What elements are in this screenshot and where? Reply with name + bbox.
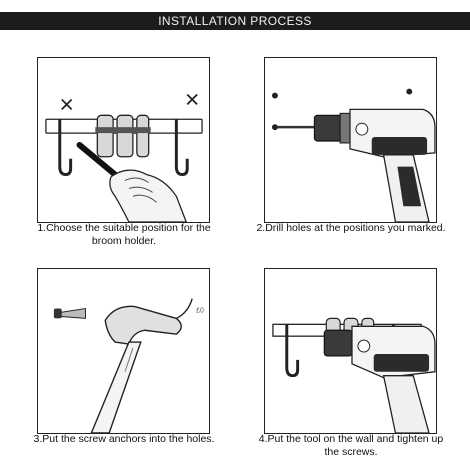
- hook-left: [285, 324, 300, 378]
- broom-clip: [96, 114, 150, 158]
- drill-grip: [371, 137, 428, 155]
- hook-left: [58, 119, 73, 177]
- page-title: INSTALLATION PROCESS: [0, 12, 470, 30]
- hand: [109, 169, 187, 222]
- step-1-drawing: [45, 93, 203, 222]
- drill-chuck: [323, 329, 353, 357]
- step-1-illustration: [37, 57, 210, 223]
- step-1-caption: 1.Choose the suitable position for the b…: [37, 222, 211, 247]
- step-4-illustration: [264, 268, 437, 434]
- hook-right: [174, 119, 189, 177]
- step-3-caption: 3.Put the screw anchors into the holes.: [33, 433, 215, 445]
- drill-mark-icon: [271, 88, 413, 131]
- svg-text:£0: £0: [196, 307, 204, 314]
- hammer-handle: [90, 341, 142, 433]
- step-2-illustration: [264, 57, 437, 223]
- clip-band: [95, 127, 151, 134]
- step-3-illustration: £0: [37, 268, 210, 434]
- step-2-drawing: [271, 88, 436, 222]
- step-4-caption: 4.Put the tool on the wall and tighten u…: [258, 433, 444, 458]
- hammer-head: [104, 305, 182, 345]
- drill-handle: [382, 375, 430, 433]
- drill-chuck: [313, 114, 343, 142]
- step-2-caption: 2.Drill holes at the positions you marke…: [256, 222, 446, 234]
- x-mark-icon: [186, 93, 198, 106]
- x-mark-icon: [61, 98, 73, 111]
- step-3-drawing: £0: [53, 298, 204, 433]
- step-4-drawing: [272, 317, 436, 433]
- screw-anchor-icon: [53, 307, 86, 319]
